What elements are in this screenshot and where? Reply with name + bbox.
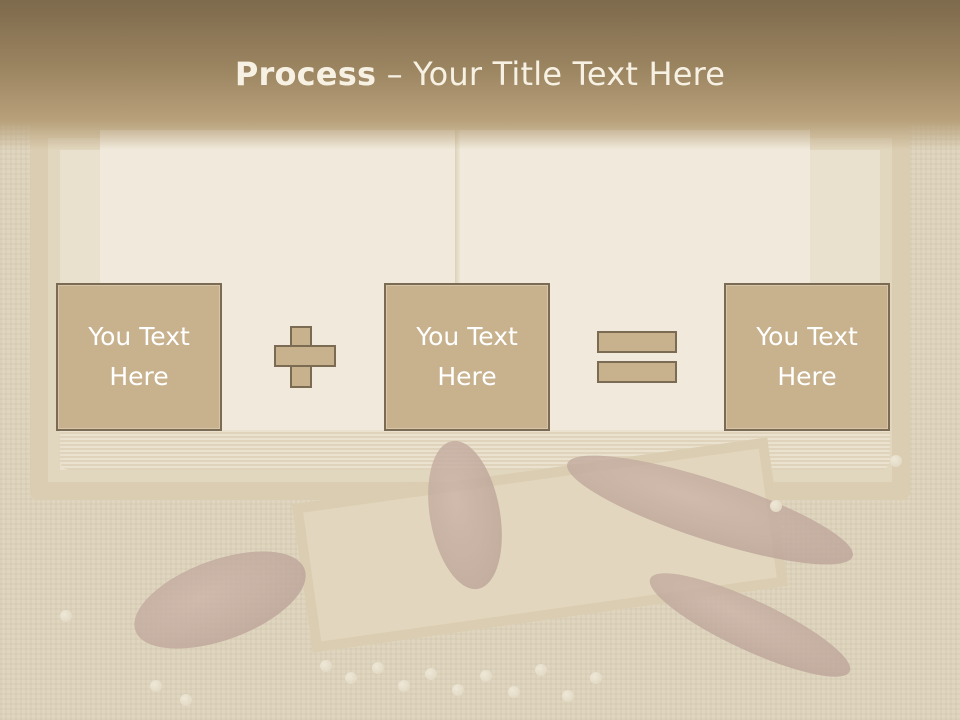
- title-bold: Process: [234, 55, 377, 93]
- box-text-line1: You Text: [88, 322, 190, 351]
- process-box-2[interactable]: You Text Here: [384, 283, 550, 431]
- box-text: You Text Here: [416, 317, 518, 397]
- box-text-line2: Here: [109, 362, 169, 391]
- box-text: You Text Here: [88, 317, 190, 397]
- title-rest: – Your Title Text Here: [376, 55, 726, 93]
- header-band: [0, 0, 960, 150]
- box-text-line2: Here: [777, 362, 837, 391]
- plus-center: [292, 347, 310, 365]
- box-text-line1: You Text: [756, 322, 858, 351]
- equals-bottom-bar: [597, 361, 677, 383]
- slide-title[interactable]: Process – Your Title Text Here: [0, 52, 960, 96]
- equals-top-bar: [597, 331, 677, 353]
- process-box-1[interactable]: You Text Here: [56, 283, 222, 431]
- box-text-line1: You Text: [416, 322, 518, 351]
- box-text-line2: Here: [437, 362, 497, 391]
- box-text: You Text Here: [756, 317, 858, 397]
- process-box-3[interactable]: You Text Here: [724, 283, 890, 431]
